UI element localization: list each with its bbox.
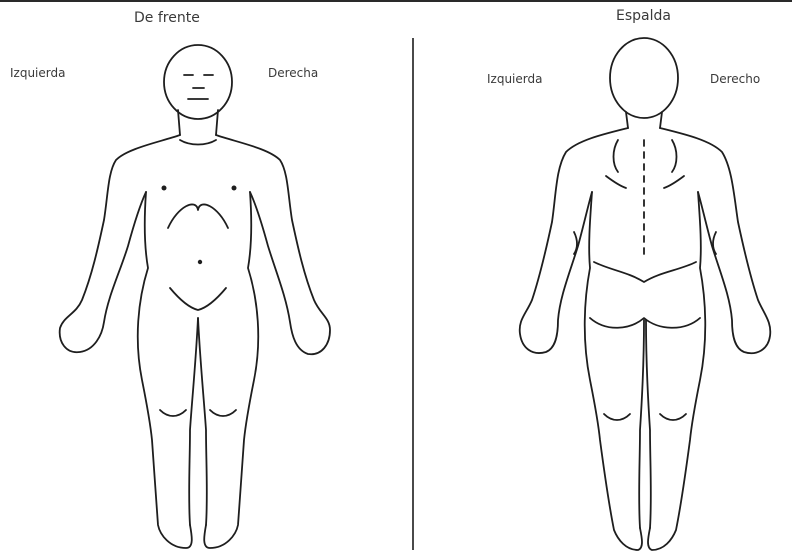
back-lower-back: [594, 262, 696, 282]
back-left-knee: [604, 414, 630, 420]
back-left-arm: [520, 128, 628, 353]
back-neck-left: [626, 112, 628, 128]
back-left-scapula-lower: [606, 176, 626, 188]
back-left-scapula: [614, 140, 619, 172]
back-right-leg-inner: [646, 320, 651, 528]
back-neck-right: [660, 112, 662, 128]
back-head: [610, 38, 678, 118]
back-buttocks: [590, 318, 700, 328]
back-right-knee: [660, 414, 686, 420]
back-right-leg-outer: [648, 192, 705, 550]
back-left-elbow: [574, 232, 577, 254]
back-right-elbow: [713, 232, 716, 254]
back-right-scapula-lower: [664, 176, 684, 188]
back-left-leg-inner: [639, 320, 644, 528]
back-left-leg-outer: [585, 192, 642, 550]
back-right-scapula: [672, 140, 677, 172]
